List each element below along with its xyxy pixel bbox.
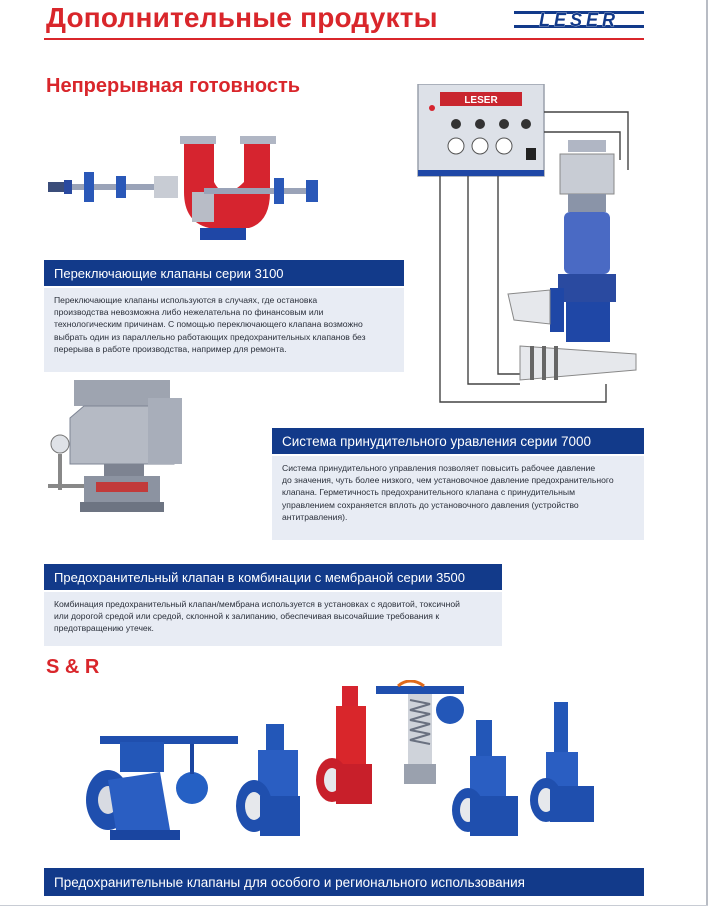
s-and-r-heading: S & R <box>46 656 100 678</box>
leser-logo: LESER <box>514 6 644 37</box>
special-valves-image <box>80 679 610 846</box>
series-3100-line: производства невозможна либо нежелательн… <box>54 307 324 318</box>
series-3100-line: выбрать один из параллельно работающих п… <box>54 331 366 342</box>
series-3100-line: Переключающие клапаны используются в слу… <box>54 295 318 305</box>
series-7000-line: антитравления). <box>282 511 348 522</box>
series-7000-line: клапана. Герметичность предохранительног… <box>282 487 575 498</box>
series-3100-description: Переключающие клапаны используются в слу… <box>44 288 404 372</box>
series-7000-bar: Система принудительного уравления серии … <box>272 428 644 454</box>
series-3100-bar: Переключающие клапаны серии 3100 <box>44 260 404 286</box>
logo-text: LESER <box>539 10 619 30</box>
series-3100-line: перерыва в работе производства, например… <box>54 343 287 354</box>
series-3500-bar: Предохранительный клапан в комбинации с … <box>44 564 502 590</box>
panel-logo-text: LESER <box>464 95 498 106</box>
series-3500-description: Комбинация предохранительный клапан/мемб… <box>44 592 502 646</box>
page-right-edge <box>706 0 708 906</box>
series-7000-line: до значения, чуть более низкого, чем уст… <box>282 475 614 486</box>
series-3500-line: или дорогой средой или средой, склонной … <box>54 611 440 622</box>
series-3500-valve-image <box>44 378 184 520</box>
special-regional-valves-bar: Предохранительные клапаны для особого и … <box>44 868 644 896</box>
continuous-readiness-heading: Непрерывная готовность <box>46 75 301 97</box>
title-underline <box>44 38 644 40</box>
control-system-diagram: LESER <box>410 83 648 406</box>
series-7000-description: Система принудительного управления позво… <box>272 456 644 540</box>
series-3500-line: предотвращению утечек. <box>54 623 154 634</box>
series-3100-line: технологическим причинам. С помощью пере… <box>54 319 363 330</box>
series-7000-line: управлением сохраняется вплоть до устано… <box>282 499 579 510</box>
changeover-valve-image <box>44 132 324 244</box>
series-7000-line: Система принудительного управления позво… <box>282 463 596 473</box>
leser-logo-graphic: LESER <box>514 10 644 30</box>
page-title: Дополнительные продукты <box>46 2 438 33</box>
series-3500-line: Комбинация предохранительный клапан/мемб… <box>54 599 460 609</box>
